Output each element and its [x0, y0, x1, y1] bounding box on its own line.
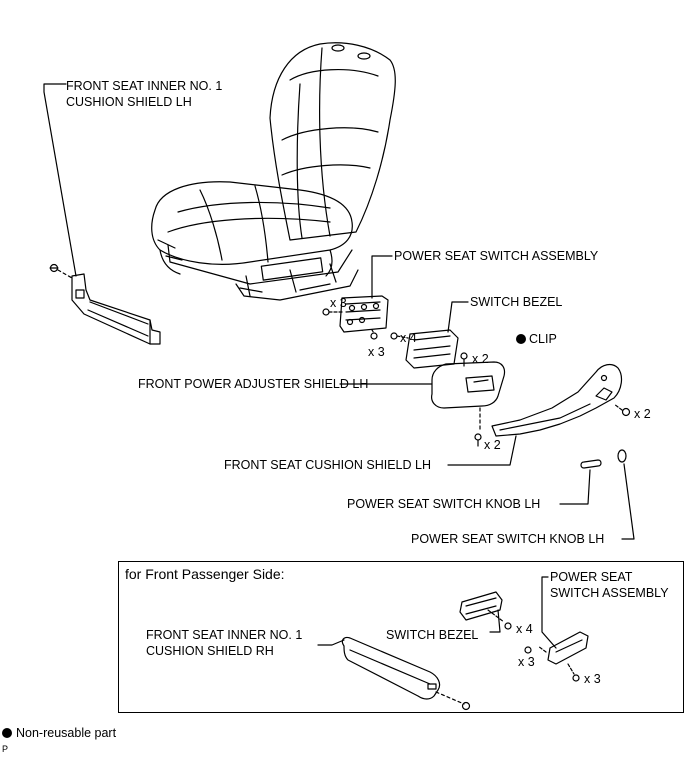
- legend: Non-reusable part: [2, 726, 116, 740]
- label-power-seat-switch-assembly: POWER SEAT SWITCH ASSEMBLY: [394, 249, 599, 263]
- inset-qty-switch-screws: x 3: [518, 655, 535, 669]
- seat-cushion-shield-lh: [491, 363, 631, 437]
- qty-cushion-shield-screws: x 2: [484, 438, 501, 452]
- clip-part: [460, 352, 468, 367]
- seat-illustration: [151, 42, 396, 301]
- inner-cushion-shield-lh: [49, 263, 161, 345]
- inset-qty-bezel-screws: x 4: [516, 622, 533, 636]
- label-clip: CLIP: [529, 332, 557, 346]
- power-adjuster-shield-lh: [431, 361, 506, 447]
- inset-label-power-seat-switch-assembly: POWER SEAT SWITCH ASSEMBLY: [550, 569, 669, 601]
- label-line-2: SWITCH ASSEMBLY: [550, 586, 669, 600]
- inset-passenger-side: [118, 561, 684, 713]
- legend-text: Non-reusable part: [16, 726, 117, 740]
- label-line-1: FRONT SEAT INNER NO. 1: [146, 628, 303, 642]
- inset-label-switch-bezel: SWITCH BEZEL: [386, 628, 479, 642]
- inset-title: for Front Passenger Side:: [125, 566, 285, 582]
- label-line-2: CUSHION SHIELD RH: [146, 644, 274, 658]
- inset-switch-bezel: [459, 591, 512, 630]
- non-reusable-dot-icon: [2, 728, 12, 738]
- power-seat-switch-assembly: [322, 295, 389, 340]
- knob-lh-1: [580, 459, 602, 469]
- label-switch-bezel: SWITCH BEZEL: [470, 295, 563, 309]
- label-inner-cushion-shield-lh: FRONT SEAT INNER NO. 1 CUSHION SHIELD LH: [66, 78, 222, 110]
- label-knob-lh-2: POWER SEAT SWITCH KNOB LH: [411, 532, 605, 546]
- label-seat-cushion-shield-lh: FRONT SEAT CUSHION SHIELD LH: [224, 458, 431, 472]
- qty-clips: x 2: [472, 352, 489, 366]
- knob-lh-2: [617, 449, 627, 463]
- non-reusable-marker: [516, 334, 526, 344]
- label-line-1: POWER SEAT: [550, 570, 633, 584]
- qty-switch-screws: x 3: [330, 296, 347, 310]
- qty-switch-screws-2: x 3: [368, 345, 385, 359]
- label-line-1: FRONT SEAT INNER NO. 1: [66, 79, 223, 93]
- inset-qty-switch-screws-2: x 3: [584, 672, 601, 686]
- qty-adjuster-screws: x 2: [634, 407, 651, 421]
- inset-inner-cushion-shield-rh: [341, 636, 471, 711]
- figure-code: P: [2, 744, 9, 754]
- inset-label-inner-cushion-shield-rh: FRONT SEAT INNER NO. 1 CUSHION SHIELD RH: [146, 627, 302, 659]
- label-knob-lh-1: POWER SEAT SWITCH KNOB LH: [347, 497, 541, 511]
- label-line-2: CUSHION SHIELD LH: [66, 95, 192, 109]
- qty-bezel-screws: x 4: [400, 331, 417, 345]
- inset-switch-assembly: [524, 631, 589, 682]
- label-power-adjuster-shield-lh: FRONT POWER ADJUSTER SHIELD LH: [138, 377, 369, 391]
